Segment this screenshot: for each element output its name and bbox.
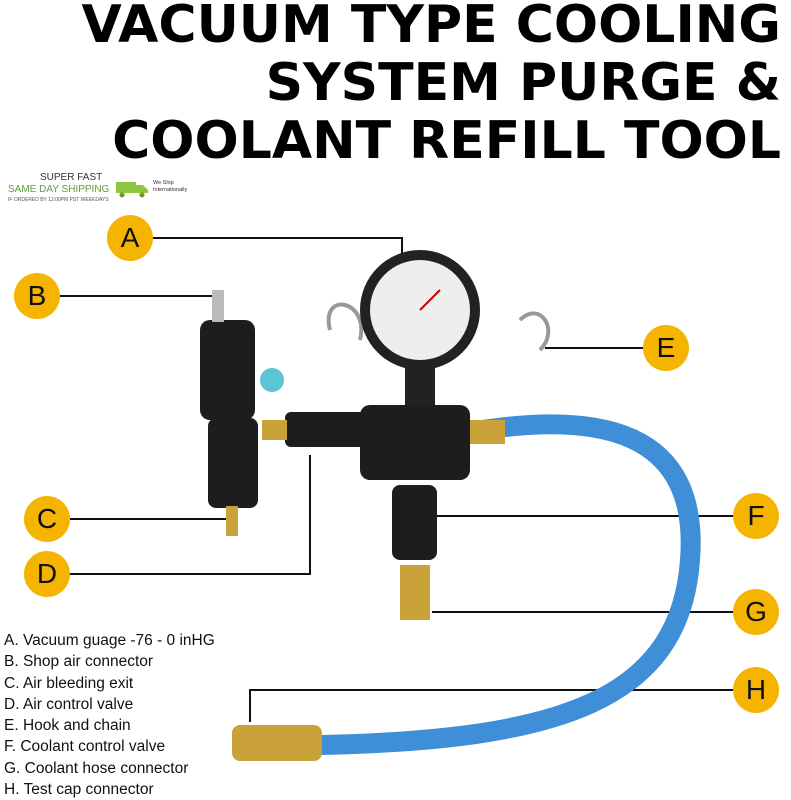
legend-item: A. Vacuum guage -76 - 0 inHG — [4, 632, 215, 649]
legend-item: H. Test cap connector — [4, 781, 154, 799]
title-line-1: VACUUM TYPE COOLING — [81, 0, 781, 55]
badge-cutoff: IF ORDERED BY 12:00PM PST WEEKDAYS — [8, 197, 109, 203]
air-block — [200, 320, 255, 420]
callout-f: F — [733, 493, 779, 539]
callout-d: D — [24, 551, 70, 597]
callout-e: E — [643, 325, 689, 371]
coolant-hose — [319, 414, 701, 755]
badge-ship-intl: We Ship Internationally — [153, 180, 188, 193]
coolant-hose-connector — [400, 565, 430, 620]
test-cap-connector — [232, 725, 322, 761]
air-bleed-exit — [226, 506, 238, 536]
delivery-truck-icon — [116, 182, 148, 198]
callout-c: C — [24, 496, 70, 542]
shop-air-connector — [212, 290, 224, 322]
main-body — [360, 405, 470, 480]
legend-item: B. Shop air connector — [4, 653, 154, 671]
legend-item: D. Air control valve — [4, 695, 134, 713]
coolant-valve — [392, 485, 437, 560]
callout-g: G — [733, 589, 779, 635]
legend-item: E. Hook and chain — [4, 717, 131, 735]
hose-fitting — [465, 420, 505, 444]
badge-super-fast: SUPER FAST — [40, 172, 103, 183]
parts-legend: A. Vacuum guage -76 - 0 inHG B. Shop air… — [4, 630, 215, 800]
shipping-badge: SUPER FAST SAME DAY SHIPPING IF ORDERED … — [0, 172, 215, 206]
hook-and-chain — [326, 302, 551, 352]
title-line-3: COOLANT REFILL TOOL — [112, 111, 781, 171]
callout-h: H — [733, 667, 779, 713]
title-line-2: SYSTEM PURGE & — [265, 53, 781, 113]
legend-item: C. Air bleeding exit — [4, 674, 134, 692]
callout-b: B — [14, 273, 60, 319]
badge-same-day: SAME DAY SHIPPING — [8, 184, 110, 195]
callout-a: A — [107, 215, 153, 261]
legend-item: F. Coolant control valve — [4, 738, 166, 756]
legend-item: G. Coolant hose connector — [4, 759, 189, 777]
